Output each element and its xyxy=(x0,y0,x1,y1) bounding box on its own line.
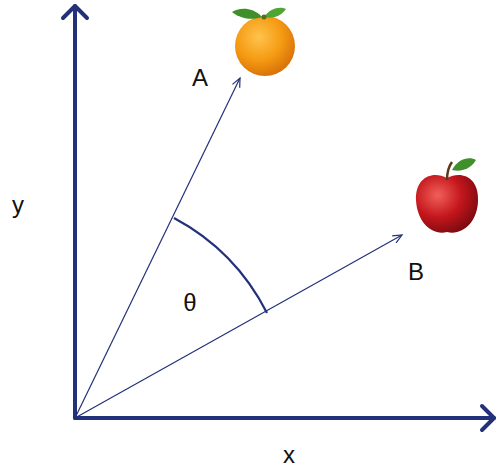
vector-b xyxy=(75,235,402,418)
x-axis xyxy=(75,416,494,420)
vector-a xyxy=(75,78,240,418)
vector-b-head xyxy=(392,235,402,243)
y-axis xyxy=(73,6,77,418)
point-label: B xyxy=(408,260,424,284)
angle-label: θ xyxy=(183,291,196,315)
orange-picture xyxy=(232,8,295,76)
x-axis-head xyxy=(482,406,494,430)
apple-picture xyxy=(416,158,478,233)
y-axis-head xyxy=(63,6,87,18)
vector-a-head xyxy=(233,78,241,88)
axis-label: x xyxy=(283,443,295,467)
axis-label: y xyxy=(12,193,24,217)
point-label: A xyxy=(192,66,208,90)
